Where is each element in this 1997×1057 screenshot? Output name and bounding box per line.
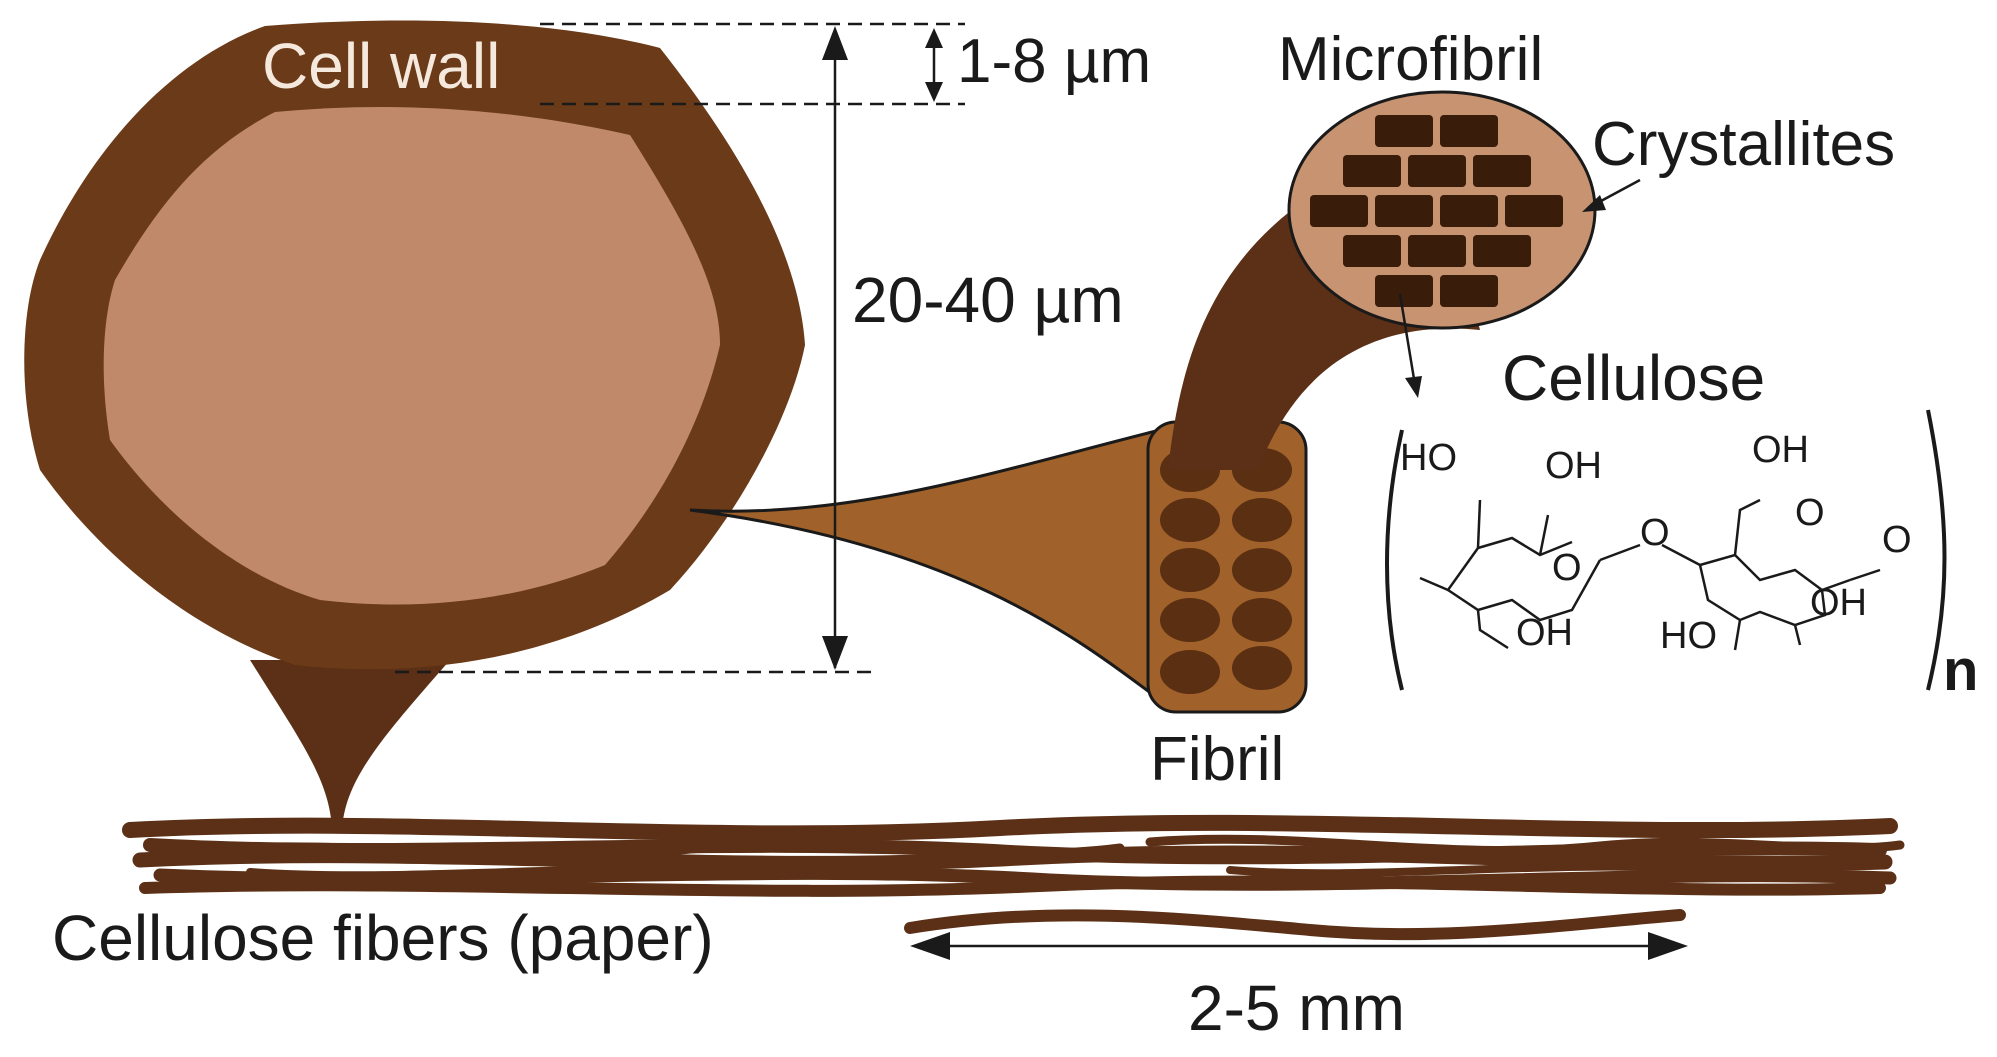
label-fiber-length: 2-5 mm [1188, 972, 1405, 1044]
chem-oh-3: OH [1752, 429, 1809, 471]
chem-ho-2: HO [1660, 615, 1717, 657]
arrowheads [822, 26, 1688, 960]
chem-o-end: O [1882, 519, 1912, 561]
cellulose-brackets [1385, 409, 1947, 691]
chem-o-ring-1: O [1552, 547, 1582, 589]
label-cell-wall: Cell wall [262, 30, 500, 102]
label-fibers: Cellulose fibers (paper) [52, 902, 714, 974]
label-diameter: 20-40 µm [852, 264, 1124, 336]
label-wall-thickness: 1-8 µm [957, 27, 1151, 96]
paper-fiber-mat [122, 814, 1905, 897]
cell-stem [250, 660, 450, 830]
label-fibril: Fibril [1150, 725, 1284, 794]
chem-ho-1: HO [1400, 437, 1457, 479]
crystallite-bricks [1310, 115, 1563, 307]
chem-o-ring-2: O [1795, 492, 1825, 534]
chem-o-bridge: O [1640, 512, 1670, 554]
chem-oh-1: OH [1545, 445, 1602, 487]
dimension-lines [395, 22, 1680, 948]
single-fiber [904, 909, 1686, 941]
chem-subscript-n: n [1943, 638, 1978, 703]
label-microfibril: Microfibril [1278, 25, 1543, 94]
cellulose-skeleton [1419, 498, 1881, 651]
chem-oh-4: OH [1810, 582, 1867, 624]
label-crystallites: Crystallites [1592, 110, 1895, 179]
chem-oh-2: OH [1516, 612, 1573, 654]
cell-lumen-shape [103, 106, 720, 605]
wall-to-fibril-wedge [689, 428, 1162, 704]
label-cellulose: Cellulose [1502, 342, 1765, 414]
